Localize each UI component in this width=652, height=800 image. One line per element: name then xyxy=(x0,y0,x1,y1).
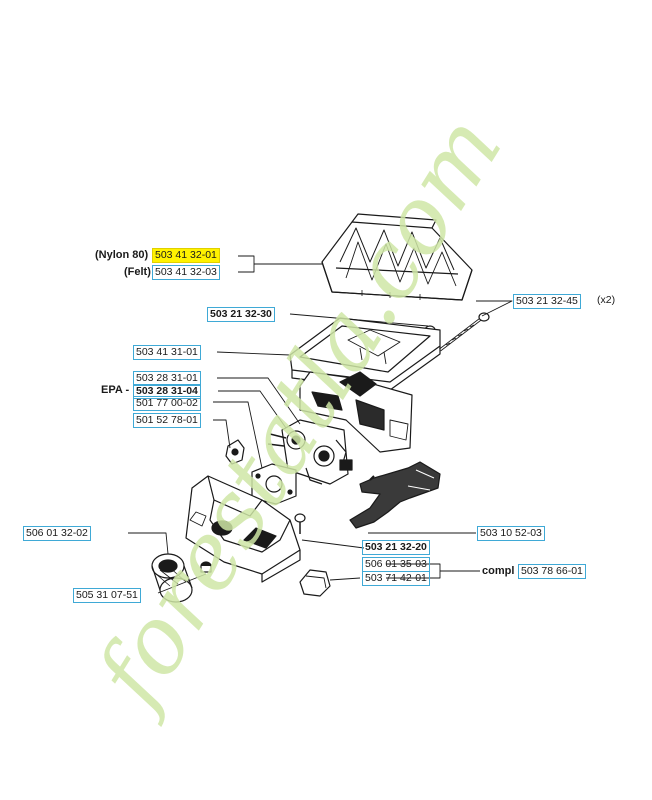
part-number-503-41-31-01[interactable]: 503 41 31-01 xyxy=(133,345,201,360)
cap-drawing xyxy=(299,569,331,597)
nut-drawing xyxy=(225,439,245,465)
part-number-503-78-66-01[interactable]: 503 78 66-01 xyxy=(518,564,586,579)
part-number-501-52-78-01[interactable]: 501 52 78-01 xyxy=(133,413,201,428)
carb-housing-drawing xyxy=(299,371,413,453)
lower-housing-drawing xyxy=(185,475,301,583)
part-number-506-01-35-03[interactable]: 506 01 35-03 xyxy=(362,557,430,572)
cylinder-filter-drawing xyxy=(151,553,193,603)
part-number-503-10-52-03[interactable]: 503 10 52-03 xyxy=(477,526,545,541)
epa-prefix: EPA - xyxy=(101,384,130,396)
throttle-lever-drawing xyxy=(349,461,441,529)
part-number-505-31-07-51[interactable]: 505 31 07-51 xyxy=(73,588,141,603)
housing-screw-drawing xyxy=(294,513,306,534)
gasket-drawing xyxy=(251,463,297,505)
felt-prefix: (Felt) xyxy=(124,266,151,278)
part-number-503-21-32-20[interactable]: 503 21 32-20 xyxy=(362,540,430,555)
compl-prefix: compl xyxy=(482,565,515,577)
part-number-506-01-32-02[interactable]: 506 01 32-02 xyxy=(23,526,91,541)
part-number-501-77-00-02[interactable]: 501 77 00-02 xyxy=(133,396,201,411)
filter-frame-drawing xyxy=(289,317,441,391)
nylon-prefix: (Nylon 80) xyxy=(95,249,149,261)
part-number-503-41-32-01[interactable]: 503 41 32-01 xyxy=(152,248,220,263)
air-filter-drawing xyxy=(321,213,473,301)
quantity-x2: (x2) xyxy=(597,294,616,306)
part-number-503-41-32-03[interactable]: 503 41 32-03 xyxy=(152,265,220,280)
part-number-503-21-32-45[interactable]: 503 21 32-45 xyxy=(513,294,581,309)
part-number-503-71-42-01[interactable]: 503 71 42-01 xyxy=(362,571,430,586)
part-number-503-28-31-01[interactable]: 503 28 31-01 xyxy=(133,371,201,386)
screw-drawing xyxy=(439,312,490,352)
part-number-503-21-32-30[interactable]: 503 21 32-30 xyxy=(207,307,275,322)
part-number-503-28-31-04[interactable]: 503 28 31-04 xyxy=(133,384,201,399)
leader-lines xyxy=(128,255,513,594)
carburetor-drawing xyxy=(267,419,353,485)
small-nut-drawing xyxy=(200,561,212,573)
